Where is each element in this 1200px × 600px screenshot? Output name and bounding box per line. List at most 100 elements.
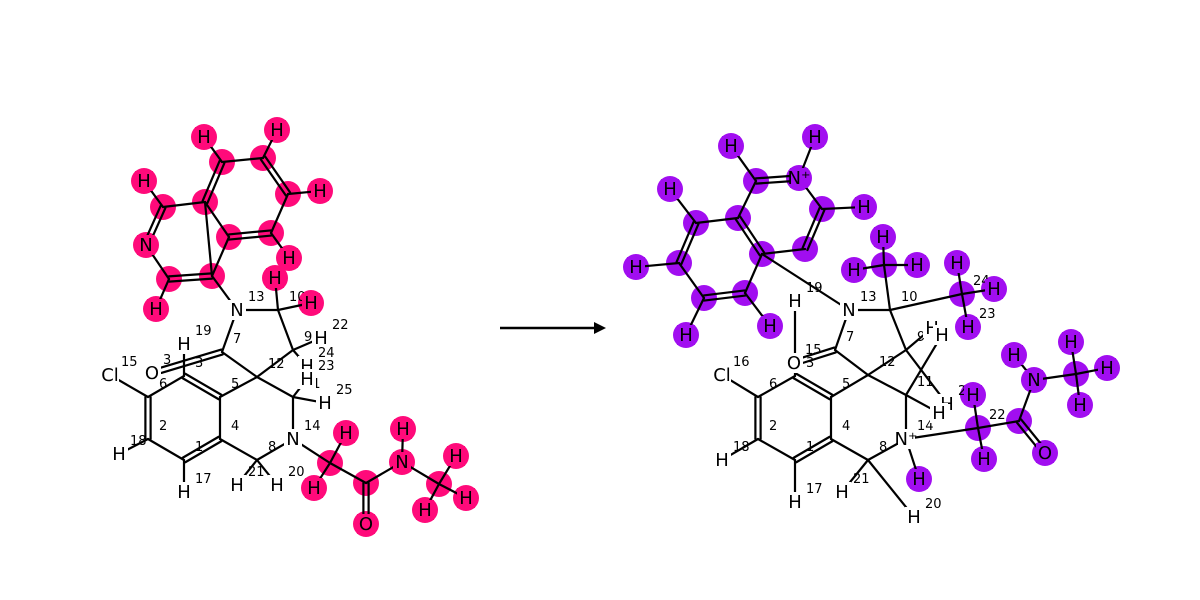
atom-index: 22 xyxy=(989,408,1006,423)
bond xyxy=(694,216,740,225)
atom-index: 15 xyxy=(121,355,138,370)
atom-backdrop xyxy=(786,291,804,311)
bond xyxy=(756,374,797,399)
bond xyxy=(1019,418,1043,446)
atom-index: 23 xyxy=(318,359,335,374)
atom-backdrop xyxy=(948,253,966,273)
atom-index: 3 xyxy=(195,356,203,371)
atom-backdrop xyxy=(713,365,731,385)
atom-index: 7 xyxy=(233,332,241,347)
atom-index: 6 xyxy=(769,377,777,392)
atom-index: 19 xyxy=(195,324,212,339)
atom-index: 2 xyxy=(769,419,777,434)
atom-index: 14 xyxy=(304,419,321,434)
atom-symbol: H xyxy=(724,136,738,157)
atom-backdrop xyxy=(1062,332,1080,352)
bond xyxy=(220,156,265,164)
atom-symbol: H xyxy=(679,325,693,346)
bond xyxy=(820,206,857,211)
atom-symbol: H xyxy=(418,500,432,521)
atom-backdrop xyxy=(357,514,375,534)
bond xyxy=(201,159,221,203)
atom-symbol: H xyxy=(137,171,151,192)
atom-backdrop xyxy=(874,227,892,247)
atom-backdrop xyxy=(677,325,695,345)
atom-index: 10 xyxy=(901,290,918,305)
bond xyxy=(1015,421,1039,449)
atom-symbol: H xyxy=(950,253,964,274)
bond xyxy=(150,206,167,239)
bond xyxy=(795,372,834,396)
atom-symbol: H xyxy=(396,419,410,440)
bond xyxy=(269,192,290,235)
bond xyxy=(286,190,313,196)
bond xyxy=(264,155,292,194)
bond xyxy=(736,179,758,220)
atom-symbol: H xyxy=(449,446,463,467)
bond xyxy=(227,229,272,236)
atom-symbol: H xyxy=(961,317,975,338)
bond xyxy=(328,461,368,485)
atom-index: 3 xyxy=(163,353,171,368)
product-bonds xyxy=(643,144,1100,512)
atom-index: 18 xyxy=(130,434,147,449)
bond xyxy=(743,252,764,295)
atom-backdrop xyxy=(302,293,320,313)
atom-symbol: H xyxy=(318,393,332,414)
atom-symbol: H xyxy=(907,507,921,528)
atom-symbol: N xyxy=(842,300,855,321)
bond xyxy=(866,348,908,377)
bond xyxy=(861,263,886,270)
bond xyxy=(218,375,259,399)
bond xyxy=(833,348,870,377)
atom-index: 12 xyxy=(268,357,285,372)
atom-backdrop xyxy=(786,492,804,512)
atom-index: 25 xyxy=(336,383,353,398)
bond xyxy=(888,308,908,352)
bond xyxy=(739,215,766,254)
bond xyxy=(158,348,223,370)
bond xyxy=(960,292,968,320)
atom-backdrop xyxy=(1036,443,1054,463)
bond xyxy=(146,374,186,399)
bond xyxy=(181,377,220,401)
atom-backdrop xyxy=(897,429,915,449)
atom-symbol: H xyxy=(282,248,296,269)
bond xyxy=(888,292,964,312)
atom-backdrop xyxy=(268,120,286,140)
bond xyxy=(904,332,927,352)
bond xyxy=(364,465,396,485)
atom-backdrop xyxy=(722,136,740,156)
atom-index: 2 xyxy=(159,419,167,434)
bond xyxy=(255,348,295,379)
atom-backdrop xyxy=(394,419,412,439)
bond xyxy=(743,291,766,320)
atom-symbol: H xyxy=(788,291,802,312)
bond xyxy=(760,247,807,256)
atom-symbol: N xyxy=(286,429,299,450)
bond xyxy=(801,144,813,171)
atom-backdrop xyxy=(298,369,316,389)
atom-backdrop xyxy=(195,127,213,147)
bond xyxy=(255,442,287,462)
product-highlights xyxy=(623,124,1120,492)
atom-index: 8 xyxy=(879,440,887,455)
atom-backdrop xyxy=(833,482,851,502)
atom-symbol: H xyxy=(788,492,802,513)
atom-index: 20 xyxy=(925,497,942,512)
atom-index: 3 xyxy=(806,356,814,371)
atom-backdrop xyxy=(175,482,193,502)
bond xyxy=(255,375,295,399)
bond xyxy=(184,440,223,464)
bond xyxy=(801,206,821,250)
atom-symbol: H xyxy=(987,279,1001,300)
atom-symbol: H xyxy=(314,328,328,349)
atom-backdrop xyxy=(790,168,808,188)
atom-index: 9 xyxy=(304,330,312,345)
bond xyxy=(291,395,318,403)
bond xyxy=(976,419,1021,430)
bond xyxy=(161,200,207,209)
